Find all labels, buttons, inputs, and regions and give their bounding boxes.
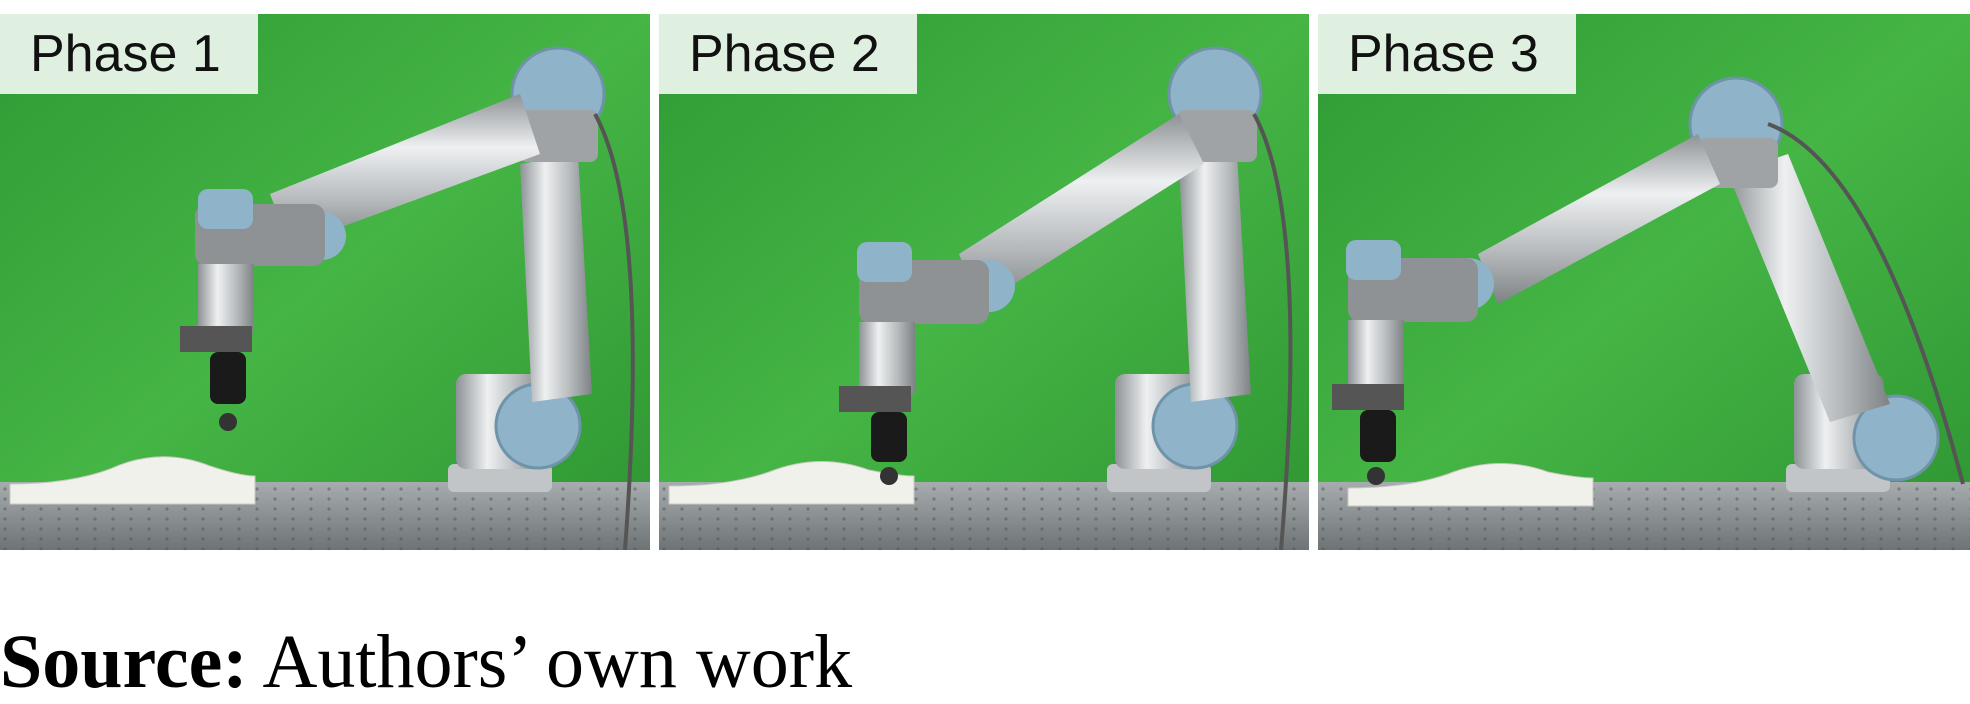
phase-1-photo: Phase 1 — [0, 14, 650, 550]
robot-arm-image — [659, 14, 1309, 550]
phase-label: Phase 3 — [1318, 14, 1576, 94]
phase-3-photo: Phase 3 — [1318, 14, 1970, 550]
caption-text: Authors’ own work — [247, 620, 853, 704]
phase-label: Phase 2 — [659, 14, 917, 94]
robot-arm-image — [1318, 14, 1970, 550]
phase-2-photo: Phase 2 — [659, 14, 1309, 550]
caption-prefix: Source: — [0, 620, 248, 704]
source-caption: Source: Authors’ own work — [0, 624, 852, 700]
phase-label: Phase 1 — [0, 14, 258, 94]
robot-arm-image — [0, 14, 650, 550]
